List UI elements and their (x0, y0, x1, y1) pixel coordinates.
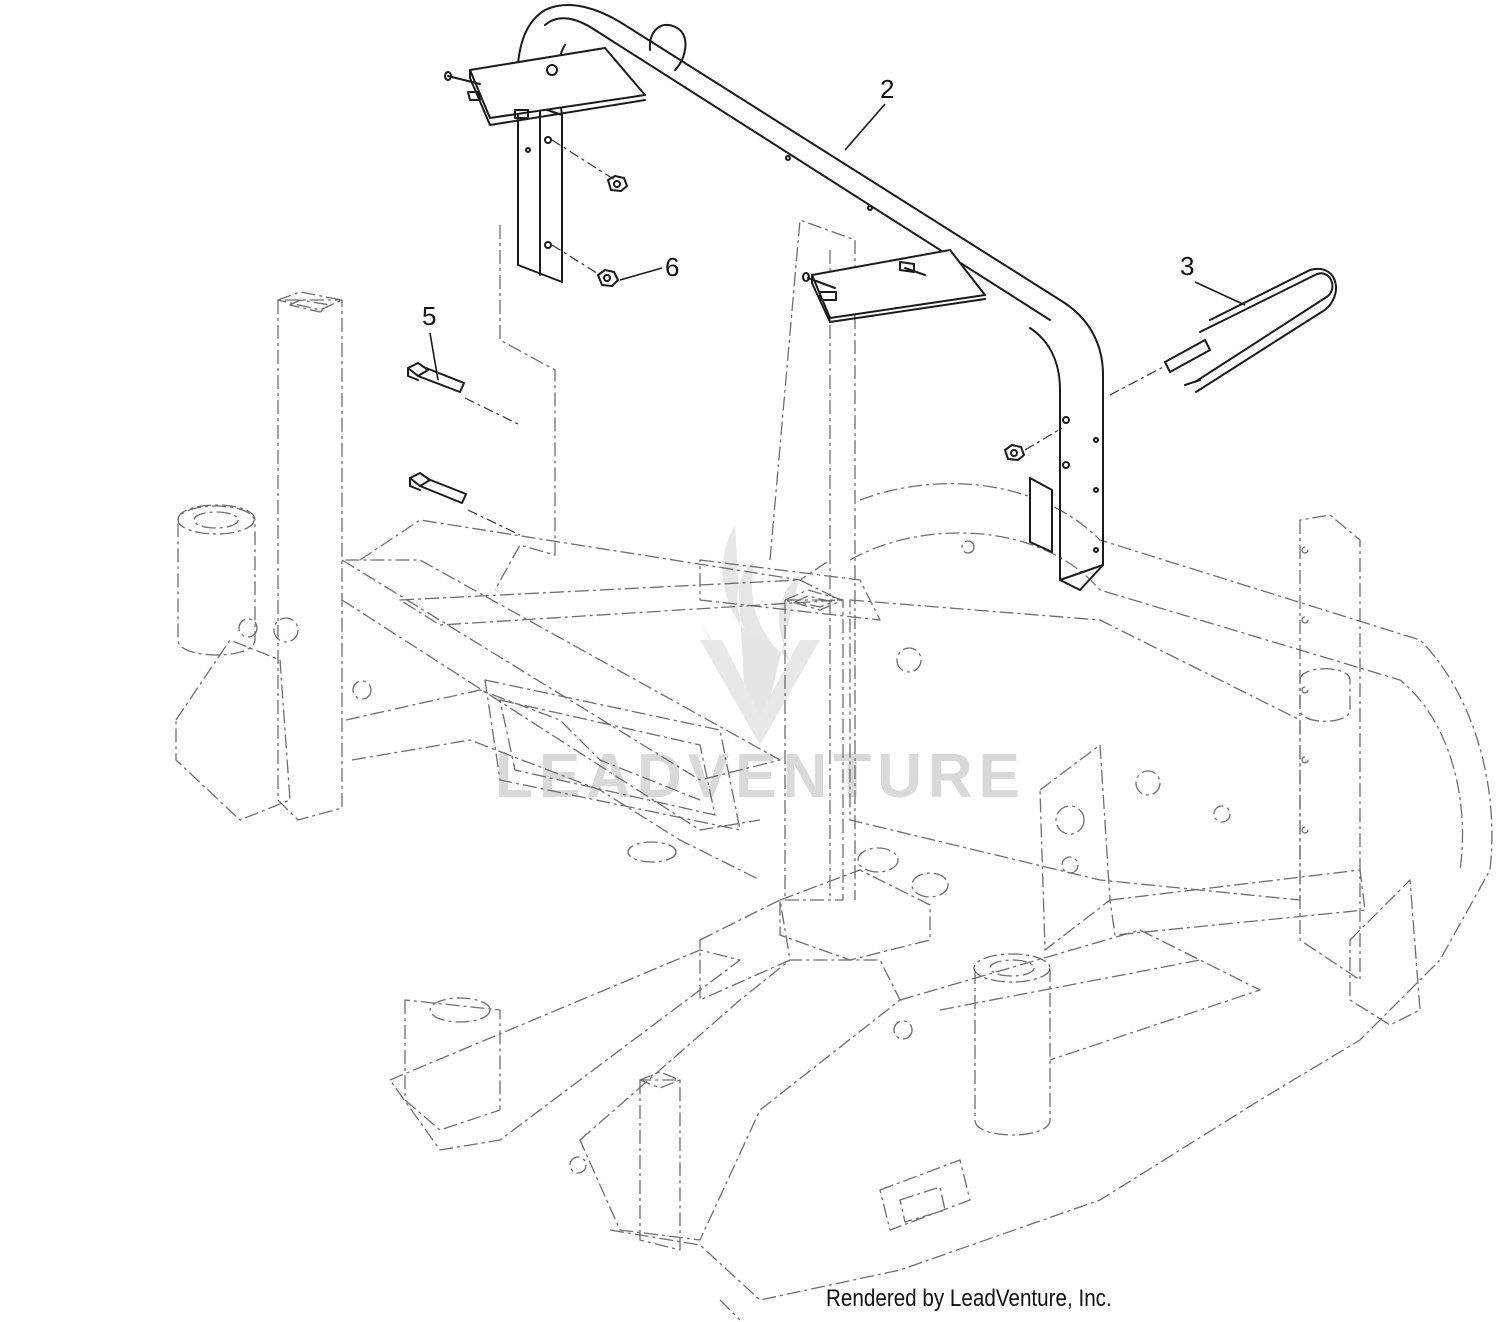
nut-icon (597, 175, 1025, 461)
callout-5: 5 (422, 301, 439, 381)
callout-3: 3 (1180, 251, 1246, 306)
callout-label: 5 (422, 301, 436, 331)
callout-label: 2 (880, 74, 894, 104)
render-credit: Rendered by LeadVenture, Inc. (826, 1285, 1112, 1312)
bolt-icon (407, 362, 467, 504)
callout-label: 3 (1180, 251, 1194, 281)
leadventure-logo-icon (700, 525, 820, 745)
assembly-center-lines (464, 139, 1166, 536)
watermark-text: LEADVENTURE (495, 742, 1026, 811)
roll-bar-icon (444, 4, 1104, 591)
callout-label: 6 (665, 252, 679, 282)
chassis-frame (175, 219, 1493, 1321)
roll-bar-pin-icon (1164, 267, 1337, 393)
callout-6: 6 (619, 252, 679, 282)
callout-2: 2 (844, 74, 894, 151)
